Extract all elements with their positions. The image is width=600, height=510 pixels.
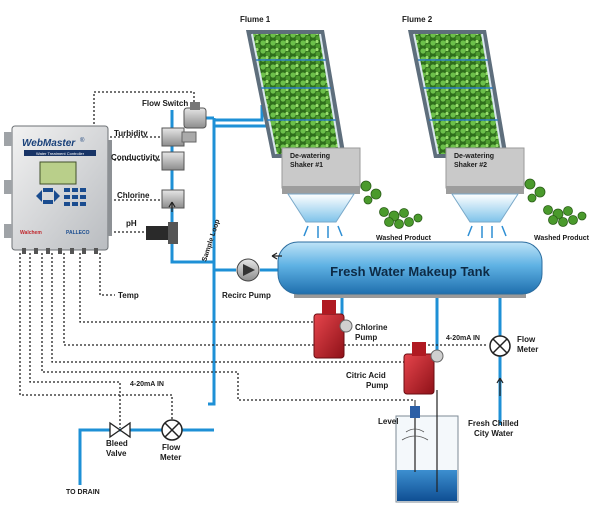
controller-brand: WebMaster (22, 138, 76, 149)
bleed-valve-label-line2: Valve (106, 449, 127, 458)
signal-wires (19, 91, 486, 428)
chlorine-pump: Chlorine Pump (313, 300, 388, 359)
up-arrow-icon (168, 201, 176, 212)
chlorine-sensor: Chlorine (117, 189, 185, 209)
washed-product-1-label: Washed Product (376, 235, 432, 242)
tank-label: Fresh Water Makeup Tank (330, 264, 490, 279)
flow-meter-right-label-line2: Meter (517, 345, 538, 354)
controller-tagline: Water Treatment Controller (36, 151, 85, 156)
temp-label: Temp (118, 291, 139, 300)
shaker-2-label-line2: Shaker #2 (454, 162, 487, 169)
chlorine-sensor-label: Chlorine (117, 191, 150, 200)
ph-label: pH (126, 219, 137, 228)
bleed-valve: Bleed Valve (106, 421, 131, 458)
turbidity-sensor: Turbidity (114, 127, 197, 147)
citric-pump-label-line2: Pump (366, 381, 388, 390)
shaker-2-label-line1: De-watering (454, 153, 494, 160)
flume-2-label: Flume 2 (402, 15, 433, 24)
recirc-pump-label: Recirc Pump (222, 291, 271, 300)
city-water-label-line2: City Water (474, 429, 513, 438)
citric-pump-label-line1: Citric Acid (346, 371, 386, 380)
level-label: Level (378, 417, 398, 426)
washed-product-2-label: Washed Product (534, 235, 590, 242)
shaker-1-label-line2: Shaker #1 (290, 162, 323, 169)
recirc-pump: Recirc Pump (222, 258, 271, 300)
flow-meter-left-label-line2: Meter (160, 453, 181, 462)
controller-logo-left: Walchem (20, 230, 42, 236)
controller-display (39, 161, 77, 185)
flume-1-label: Flume 1 (240, 15, 271, 24)
signal-in-right-label: 4-20mA IN (446, 335, 480, 342)
controller-logo-right: PALLECO (66, 230, 90, 236)
conductivity-label: Conductivity (111, 153, 160, 162)
turbidity-label: Turbidity (114, 129, 148, 138)
up-arrow-icon (496, 377, 504, 396)
washed-product-2: Washed Product (524, 178, 590, 242)
arrow-icon (271, 252, 282, 260)
flow-meter-right: Flow Meter (489, 335, 538, 357)
controller-keypad[interactable] (36, 188, 86, 206)
flow-switch-label: Flow Switch (142, 99, 188, 108)
flume-2: Flume 2 (402, 15, 508, 158)
chlorine-pump-label-line1: Chlorine (355, 323, 388, 332)
flow-meter-left-label-line1: Flow (162, 443, 181, 452)
ph-probe: pH (126, 219, 178, 244)
sample-loop-label: Sample Loop (201, 219, 221, 263)
citric-acid-pump: Citric Acid Pump (346, 342, 444, 395)
washed-product-1: Washed Product (360, 180, 432, 242)
controller-webmaster: WebMaster ® Water Treatment Controller W… (4, 125, 112, 254)
flow-switch: Flow Switch (142, 99, 207, 129)
chlorine-pump-label-line2: Pump (355, 333, 377, 342)
signal-in-left-label: 4-20mA IN (130, 381, 164, 388)
fresh-water-makeup-tank: Fresh Water Makeup Tank (277, 241, 543, 298)
flume-1: Flume 1 (240, 15, 346, 158)
shaker-1: De-watering Shaker #1 (281, 147, 361, 238)
shaker-1-label-line1: De-watering (290, 153, 330, 160)
conductivity-sensor: Conductivity (111, 151, 185, 171)
flow-meter-right-label-line1: Flow (517, 335, 536, 344)
flow-meter-left: Flow Meter (160, 419, 183, 462)
city-water-label-line1: Fresh Chilled (468, 419, 519, 428)
drain-label: TO DRAIN (66, 489, 100, 496)
controller-trademark: ® (80, 137, 85, 144)
bleed-valve-label-line1: Bleed (106, 439, 128, 448)
chemical-level-tank: Level (378, 390, 459, 503)
shaker-2: De-watering Shaker #2 (445, 147, 525, 238)
